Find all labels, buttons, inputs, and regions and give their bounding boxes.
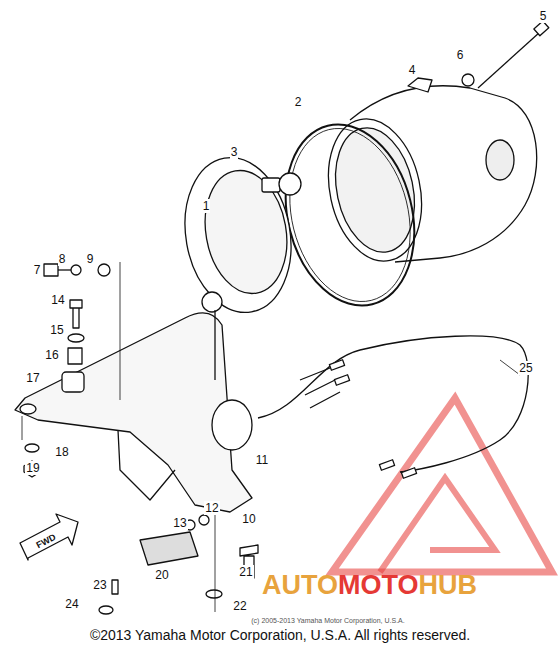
lamp-base — [173, 149, 303, 321]
gasket-ring-inner — [272, 116, 427, 315]
housing-boss — [408, 78, 432, 92]
watermark-logo — [332, 398, 552, 572]
callout-number: 19 — [25, 461, 40, 475]
callout-number: 6 — [456, 48, 465, 62]
reflector — [140, 532, 198, 565]
leader-lines — [22, 262, 520, 612]
watermark: MOTO — [338, 572, 419, 599]
collar — [68, 334, 84, 342]
gasket-ring — [268, 111, 433, 320]
callout-number: 15 — [49, 323, 64, 337]
callout-number: 14 — [50, 293, 65, 307]
nut — [24, 461, 40, 477]
watermark: AUTO — [262, 572, 338, 599]
bracket-hole — [20, 404, 36, 414]
callout-number: 17 — [25, 371, 40, 385]
bulb-glass — [279, 173, 301, 195]
screw — [112, 580, 118, 594]
housing-back-boss — [486, 140, 514, 180]
callout-number: 25 — [518, 361, 533, 375]
lens-face — [316, 110, 434, 270]
washer — [206, 590, 222, 598]
wire-leads — [300, 368, 340, 408]
callout-number: 16 — [44, 348, 59, 362]
connector — [329, 360, 344, 370]
bolt-head — [44, 264, 58, 276]
nut — [98, 264, 110, 276]
washer — [99, 606, 113, 614]
copyright-note: (c) 2005-2013 Yamaha Motor Corporation, … — [251, 617, 404, 624]
spacer — [68, 348, 82, 364]
callout-number: 13 — [172, 516, 187, 530]
callout-number: 18 — [54, 445, 69, 459]
callout-number: 2 — [294, 95, 303, 109]
bracket-flange — [118, 430, 175, 500]
base-socket — [202, 292, 222, 312]
bulb-base — [262, 178, 280, 192]
connector — [334, 375, 349, 385]
bolt-head — [534, 21, 549, 36]
nut — [199, 515, 209, 525]
watermark: HUB — [419, 572, 478, 599]
wire-harness — [215, 310, 528, 472]
washer — [71, 265, 81, 275]
callout-number: 4 — [408, 63, 417, 77]
bolt — [70, 300, 82, 328]
callout-number: 12 — [204, 501, 219, 515]
callout-number: 23 — [92, 578, 107, 592]
callout-number: 24 — [64, 597, 79, 611]
grommet — [62, 372, 84, 392]
bolt-shank — [478, 32, 540, 88]
license-lamp — [212, 400, 252, 450]
callout-number: 20 — [154, 568, 169, 582]
callout-number: 9 — [86, 252, 95, 266]
bracket — [15, 313, 252, 512]
callout-number: 10 — [241, 512, 256, 526]
washer — [462, 74, 474, 86]
callout-number: 3 — [230, 145, 239, 159]
connector — [401, 468, 416, 478]
connector — [379, 460, 394, 470]
callout-number: 5 — [539, 9, 548, 23]
washer — [25, 444, 39, 452]
callout-number: 11 — [255, 453, 269, 467]
callout-number: 21 — [238, 565, 253, 579]
callout-number: 1 — [202, 199, 211, 213]
callout-number: 8 — [58, 252, 67, 266]
forward-arrow — [20, 514, 78, 560]
callout-number: 22 — [232, 599, 247, 613]
callout-number: 7 — [33, 263, 42, 277]
copyright-caption: ©2013 Yamaha Motor Corporation, U.S.A. A… — [90, 628, 470, 642]
